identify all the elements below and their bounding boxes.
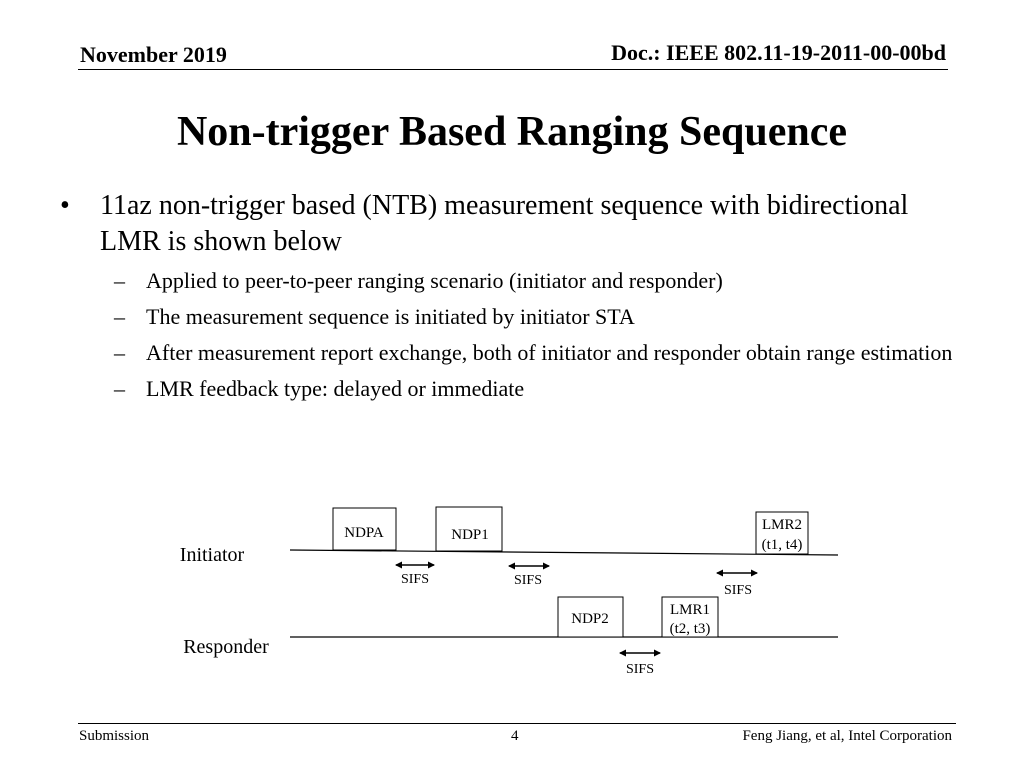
responder-label: Responder <box>183 636 269 658</box>
sub-bullet-marker: – <box>114 376 125 401</box>
sifs-gap-4: SIFS <box>716 569 758 598</box>
ndp1-label: NDP1 <box>451 527 489 543</box>
sub-bullet-marker: – <box>114 268 125 293</box>
sifs-label: SIFS <box>724 583 752 598</box>
ndp2-label: NDP2 <box>571 611 609 627</box>
sub-bullet-item: – After measurement report exchange, bot… <box>60 338 960 368</box>
lmr2-frame: LMR2 (t1, t4) <box>755 511 809 555</box>
ndpa-label: NDPA <box>344 525 384 541</box>
lmr2-label-line2: (t1, t4) <box>762 537 803 553</box>
sub-bullet-item: – LMR feedback type: delayed or immediat… <box>60 374 960 404</box>
initiator-timeline <box>289 549 839 556</box>
footer-divider <box>78 723 956 724</box>
sifs-label: SIFS <box>514 573 542 588</box>
footer-author: Feng Jiang, et al, Intel Corporation <box>742 728 952 744</box>
sifs-label: SIFS <box>626 662 654 677</box>
sifs-gap-1: SIFS <box>395 561 435 587</box>
sub-bullet-text: LMR feedback type: delayed or immediate <box>146 376 525 401</box>
lmr1-label-line1: LMR1 <box>670 602 710 618</box>
bullet-list: • 11az non-trigger based (NTB) measureme… <box>60 188 960 404</box>
bullet-item: • 11az non-trigger based (NTB) measureme… <box>60 188 960 260</box>
bullet-marker: • <box>60 190 70 221</box>
sub-bullet-item: – Applied to peer-to-peer ranging scenar… <box>60 266 960 296</box>
bullet-text: 11az non-trigger based (NTB) measurement… <box>100 190 909 257</box>
lmr1-frame: LMR1 (t2, t3) <box>661 596 719 638</box>
sub-bullet-marker: – <box>114 304 125 329</box>
sub-bullet-item: – The measurement sequence is initiated … <box>60 302 960 332</box>
header-divider <box>78 69 948 70</box>
sifs-label: SIFS <box>401 572 429 587</box>
sifs-gap-3: SIFS <box>619 649 661 677</box>
slide-title: Non-trigger Based Ranging Sequence <box>176 109 848 155</box>
sub-bullet-text: The measurement sequence is initiated by… <box>146 304 635 329</box>
lmr2-label-line1: LMR2 <box>762 517 802 533</box>
ndp2-frame: NDP2 <box>557 596 624 638</box>
footer-page-number: 4 <box>511 728 519 744</box>
lmr1-label-line2: (t2, t3) <box>670 621 711 637</box>
sub-bullet-text: Applied to peer-to-peer ranging scenario… <box>146 268 723 293</box>
sub-bullet-text: After measurement report exchange, both … <box>146 340 953 365</box>
header-doc-id: Doc.: IEEE 802.11-19-2011-00-00bd <box>611 40 946 65</box>
header-date: November 2019 <box>80 42 227 67</box>
footer-submission: Submission <box>79 728 150 744</box>
ndp1-frame: NDP1 <box>435 506 503 552</box>
sub-bullet-marker: – <box>114 340 125 365</box>
ndpa-frame: NDPA <box>332 507 397 551</box>
sifs-gap-2: SIFS <box>508 562 550 588</box>
initiator-label: Initiator <box>180 544 245 566</box>
